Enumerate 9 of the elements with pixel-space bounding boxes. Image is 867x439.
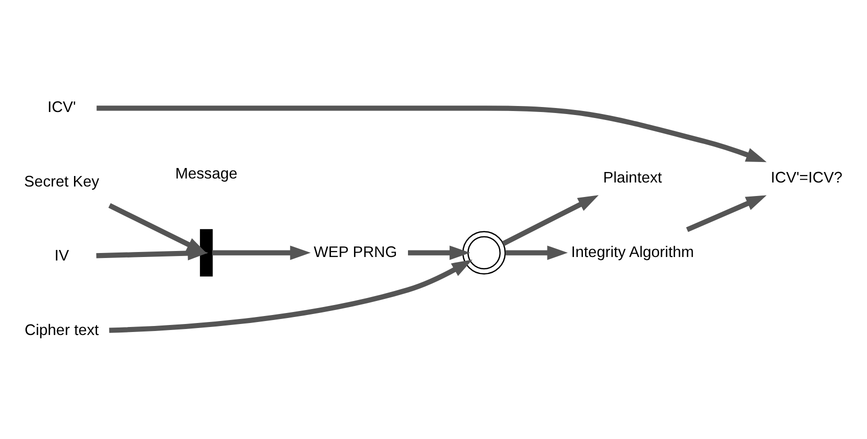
node-text: ICV' bbox=[47, 99, 76, 116]
node-text: Cipher text bbox=[24, 322, 99, 339]
node-text: ICV'=ICV? bbox=[770, 170, 842, 187]
node-text: Plaintext bbox=[603, 170, 662, 187]
node-text: Integrity Algorithm bbox=[571, 244, 694, 261]
node-text: IV bbox=[54, 248, 69, 265]
node-text: Secret Key bbox=[24, 173, 100, 190]
label: Message bbox=[175, 166, 238, 183]
node-text: WEP PRNG bbox=[314, 244, 398, 261]
